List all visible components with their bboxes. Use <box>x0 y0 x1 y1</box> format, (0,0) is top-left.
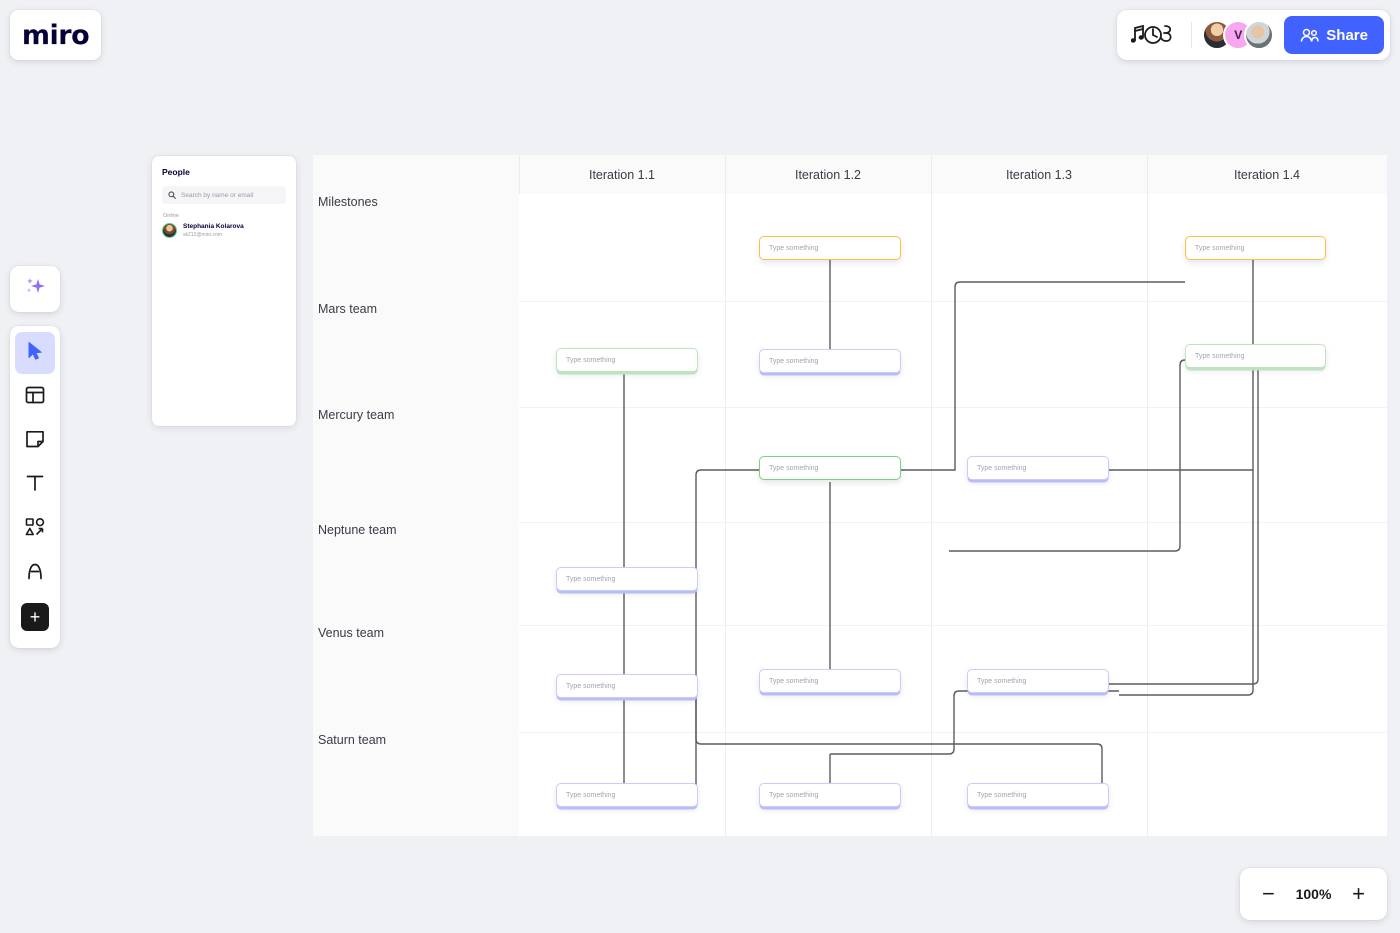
card-milestones-iter12[interactable]: Type something <box>759 236 901 260</box>
card-saturn-iter13[interactable]: Type something <box>967 783 1109 807</box>
header-separator <box>931 155 932 194</box>
share-button[interactable]: Share <box>1284 16 1384 54</box>
search-icon <box>168 191 176 199</box>
miro-wordmark: miro <box>21 19 90 51</box>
row-label-mars: Mars team <box>318 302 378 316</box>
header-separator <box>1147 155 1148 194</box>
grid-line-vertical <box>1147 194 1148 836</box>
card-mars-iter11[interactable]: Type something <box>556 348 698 372</box>
card-saturn-iter12[interactable]: Type something <box>759 783 901 807</box>
person-email: sk212@miro.com <box>183 231 222 238</box>
card-milestones-iter14[interactable]: Type something <box>1185 236 1326 260</box>
share-label: Share <box>1326 26 1368 44</box>
avatar <box>162 223 177 239</box>
templates-icon <box>24 384 46 411</box>
board-canvas[interactable]: Iteration 1.1 Iteration 1.2 Iteration 1.… <box>313 155 1387 836</box>
card-mars-iter12[interactable]: Type something <box>759 349 901 373</box>
grid-line-horizontal <box>519 732 1387 733</box>
left-toolbar: + <box>10 326 60 648</box>
column-header: Iteration 1.3 <box>1005 167 1072 182</box>
music-notes-icon[interactable] <box>1129 20 1183 50</box>
pen-icon <box>24 560 46 587</box>
people-online-label: Online <box>163 213 179 219</box>
toolbar-item-ai[interactable] <box>10 266 60 312</box>
zoom-out-button[interactable]: − <box>1262 881 1275 906</box>
header-separator <box>725 155 726 194</box>
people-search-input[interactable]: Search by name or email <box>162 186 286 204</box>
toolbar-item-select[interactable] <box>15 332 55 374</box>
connector-layer <box>623 260 1259 809</box>
row-label-milestones: Milestones <box>318 195 378 209</box>
grid-line-horizontal <box>519 301 1387 302</box>
sticky-note-icon <box>24 428 46 455</box>
row-label-venus: Venus team <box>318 626 385 640</box>
toolbar-item-pen[interactable] <box>15 552 55 594</box>
zoom-in-button[interactable]: + <box>1352 881 1365 906</box>
grid-line-horizontal <box>519 625 1387 626</box>
row-label-neptune: Neptune team <box>318 523 397 537</box>
card-venus-iter13[interactable]: Type something <box>967 669 1109 693</box>
board-column-headers: Iteration 1.1 Iteration 1.2 Iteration 1.… <box>313 155 1387 194</box>
toolbar-item-sticky-note[interactable] <box>15 420 55 462</box>
row-label-saturn: Saturn team <box>318 733 387 747</box>
cursor-icon <box>24 340 46 367</box>
list-item[interactable]: Stephania Kolarova sk212@miro.com <box>162 223 286 239</box>
sparkle-icon <box>22 274 48 305</box>
shapes-icon <box>24 516 46 543</box>
header-toolbar: V Share <box>1117 10 1390 60</box>
grid-line-horizontal <box>519 522 1387 523</box>
miro-logo[interactable]: miro <box>10 10 101 60</box>
card-venus-iter12[interactable]: Type something <box>759 669 901 693</box>
card-venus-iter11[interactable]: Type something <box>556 674 698 698</box>
person-name: Stephania Kolarova <box>183 223 244 230</box>
card-saturn-iter11[interactable]: Type something <box>556 783 698 807</box>
grid-line-vertical <box>931 194 932 836</box>
people-search-placeholder: Search by name or email <box>181 191 254 199</box>
card-mercury-iter13[interactable]: Type something <box>967 456 1109 480</box>
text-icon <box>24 472 46 499</box>
grid-line-vertical <box>725 194 726 836</box>
toolbar-item-text[interactable] <box>15 464 55 506</box>
header-divider <box>1191 22 1193 48</box>
people-panel: People Search by name or email Online St… <box>152 156 296 426</box>
toolbar-item-templates[interactable] <box>15 376 55 418</box>
card-neptune-iter11[interactable]: Type something <box>556 567 698 591</box>
card-mercury-iter12[interactable]: Type something <box>759 456 901 480</box>
card-mars-iter14[interactable]: Type something <box>1185 344 1326 368</box>
toolbar-item-more-apps[interactable]: + <box>15 596 55 638</box>
toolbar-item-shapes[interactable] <box>15 508 55 550</box>
board-grid[interactable]: Type something Type something Type somet… <box>519 194 1387 836</box>
row-label-mercury: Mercury team <box>318 408 395 422</box>
collaborator-avatars: V <box>1202 20 1275 50</box>
grid-line-horizontal <box>519 407 1387 408</box>
plus-icon: + <box>21 603 49 631</box>
column-header: Iteration 1.1 <box>588 167 655 182</box>
zoom-level-label: 100% <box>1295 886 1332 902</box>
column-header: Iteration 1.4 <box>1233 167 1300 182</box>
people-icon <box>1300 28 1320 43</box>
zoom-control: − 100% + <box>1240 868 1387 920</box>
avatar[interactable] <box>1244 20 1275 50</box>
people-panel-title: People <box>162 167 190 177</box>
column-header: Iteration 1.2 <box>794 167 861 182</box>
